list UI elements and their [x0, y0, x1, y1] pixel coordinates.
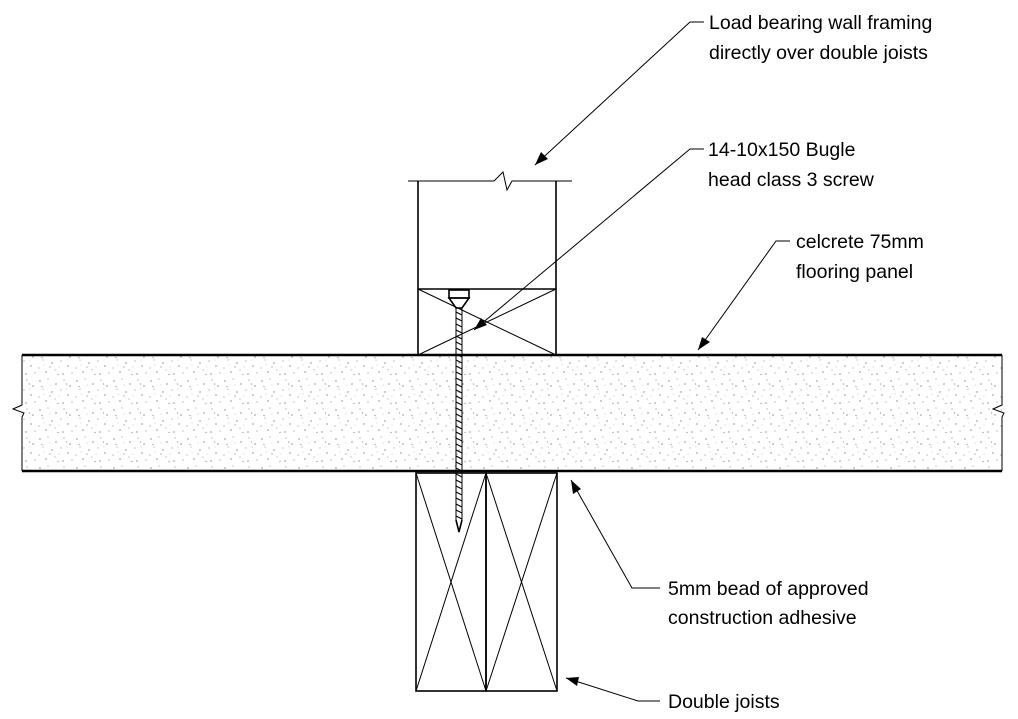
double-joists: [415, 472, 558, 692]
joists-leader: [565, 677, 660, 702]
panel-label-line-1: celcrete 75mm: [796, 231, 924, 253]
adhesive-label-line-2: construction adhesive: [668, 607, 857, 629]
panel-leader: [697, 240, 790, 351]
screw-leader: [473, 148, 704, 331]
wall-framing-label-line-1: Load bearing wall framing: [709, 12, 932, 34]
joists-label: Double joists: [668, 691, 780, 713]
screw-label-line-2: head class 3 screw: [708, 169, 875, 191]
left-break-line: [11, 355, 25, 471]
wall-framing-label-line-2: directly over double joists: [709, 42, 928, 64]
leaders: [473, 21, 790, 702]
wall-break-line: [408, 171, 572, 192]
wall-framing-leader: [534, 21, 704, 166]
screw: [447, 289, 471, 533]
screw-label-line-1: 14-10x150 Bugle: [708, 139, 855, 161]
adhesive-leader: [570, 479, 660, 589]
right-break-line: [991, 355, 1005, 471]
adhesive-label-line-1: 5mm bead of approved: [668, 578, 869, 600]
wall-framing: [408, 171, 572, 356]
flooring-panel: [11, 353, 1005, 473]
panel-label-line-2: flooring panel: [796, 261, 913, 283]
